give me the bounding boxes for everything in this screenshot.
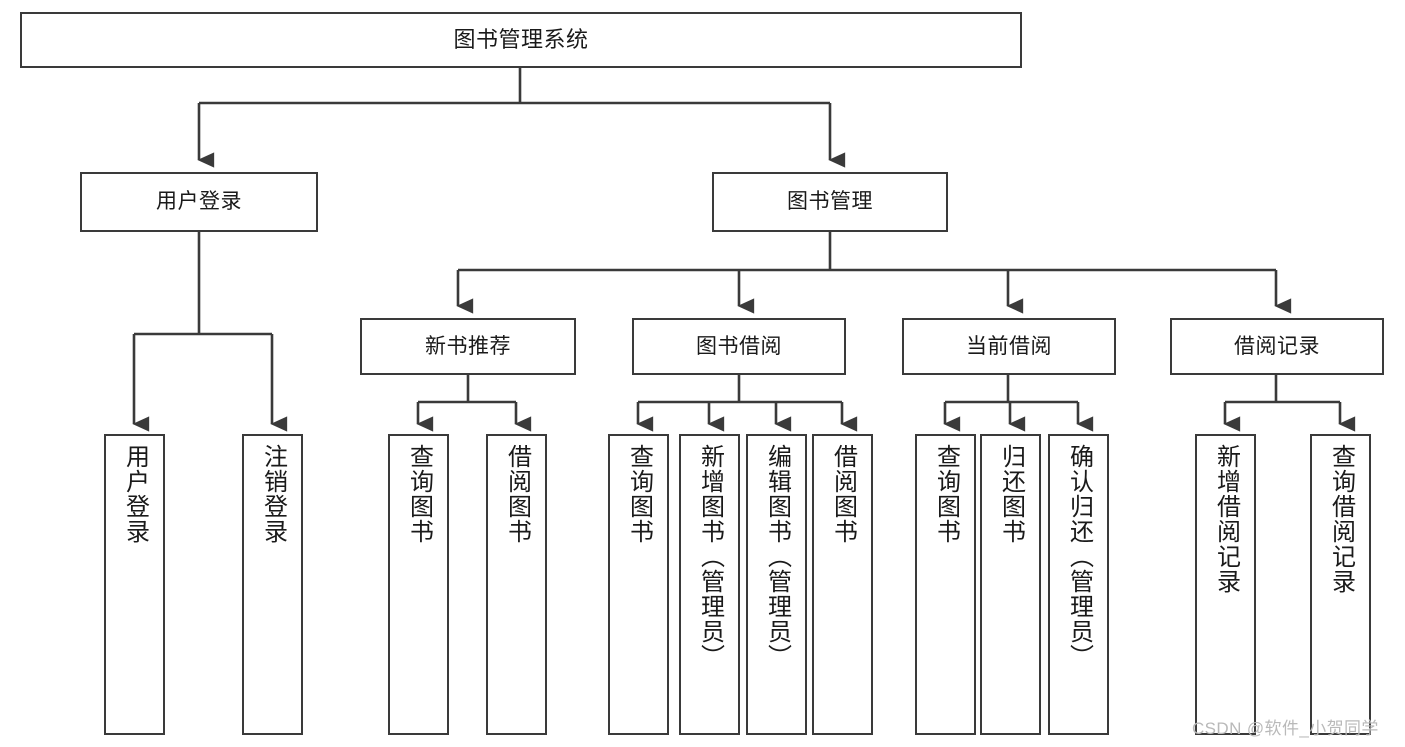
- leaf-query-borrow-record[interactable]: 查询借阅记录: [1310, 434, 1371, 735]
- node-label: 确认归还（管理员）: [1065, 444, 1093, 669]
- node-label: 当前借阅: [966, 334, 1052, 358]
- node-label: 图书管理系统: [453, 26, 589, 52]
- node-user-login[interactable]: 用户登录: [80, 172, 318, 232]
- node-new-book-recommendation[interactable]: 新书推荐: [360, 318, 576, 375]
- node-label: 编辑图书（管理员）: [763, 444, 791, 669]
- csdn-watermark: CSDN @软件_小贺同学: [1192, 719, 1379, 738]
- node-label: 借阅记录: [1234, 334, 1320, 358]
- node-label: 查询图书: [405, 444, 433, 544]
- node-label: 查询图书: [625, 444, 653, 544]
- leaf-query-book-current[interactable]: 查询图书: [915, 434, 976, 735]
- node-label: 图书管理: [787, 190, 873, 214]
- node-label: 注销登录: [259, 444, 287, 544]
- leaf-borrow-book-recommendation[interactable]: 借阅图书: [486, 434, 547, 735]
- leaf-return-book[interactable]: 归还图书: [980, 434, 1041, 735]
- leaf-user-login[interactable]: 用户登录: [104, 434, 165, 735]
- leaf-add-book-admin[interactable]: 新增图书（管理员）: [679, 434, 740, 735]
- node-label: 查询图书: [932, 444, 960, 544]
- node-borrow-records[interactable]: 借阅记录: [1170, 318, 1384, 375]
- node-book-management[interactable]: 图书管理: [712, 172, 948, 232]
- node-label: 图书借阅: [696, 334, 782, 358]
- leaf-query-book-borrowing[interactable]: 查询图书: [608, 434, 669, 735]
- node-label: 归还图书: [997, 444, 1025, 544]
- node-label: 用户登录: [156, 190, 242, 214]
- node-label: 新增图书（管理员）: [696, 444, 724, 669]
- leaf-add-borrow-record[interactable]: 新增借阅记录: [1195, 434, 1256, 735]
- node-root-system[interactable]: 图书管理系统: [20, 12, 1022, 68]
- node-current-borrowing[interactable]: 当前借阅: [902, 318, 1116, 375]
- node-label: 借阅图书: [503, 444, 531, 544]
- node-label: 新书推荐: [425, 334, 511, 358]
- node-book-borrowing[interactable]: 图书借阅: [632, 318, 846, 375]
- leaf-query-book-recommendation[interactable]: 查询图书: [388, 434, 449, 735]
- node-label: 查询借阅记录: [1327, 444, 1355, 594]
- node-label: 借阅图书: [829, 444, 857, 544]
- leaf-edit-book-admin[interactable]: 编辑图书（管理员）: [746, 434, 807, 735]
- leaf-logout[interactable]: 注销登录: [242, 434, 303, 735]
- leaf-borrow-book-borrowing[interactable]: 借阅图书: [812, 434, 873, 735]
- leaf-confirm-return-admin[interactable]: 确认归还（管理员）: [1048, 434, 1109, 735]
- node-label: 新增借阅记录: [1212, 444, 1240, 594]
- node-label: 用户登录: [121, 444, 149, 544]
